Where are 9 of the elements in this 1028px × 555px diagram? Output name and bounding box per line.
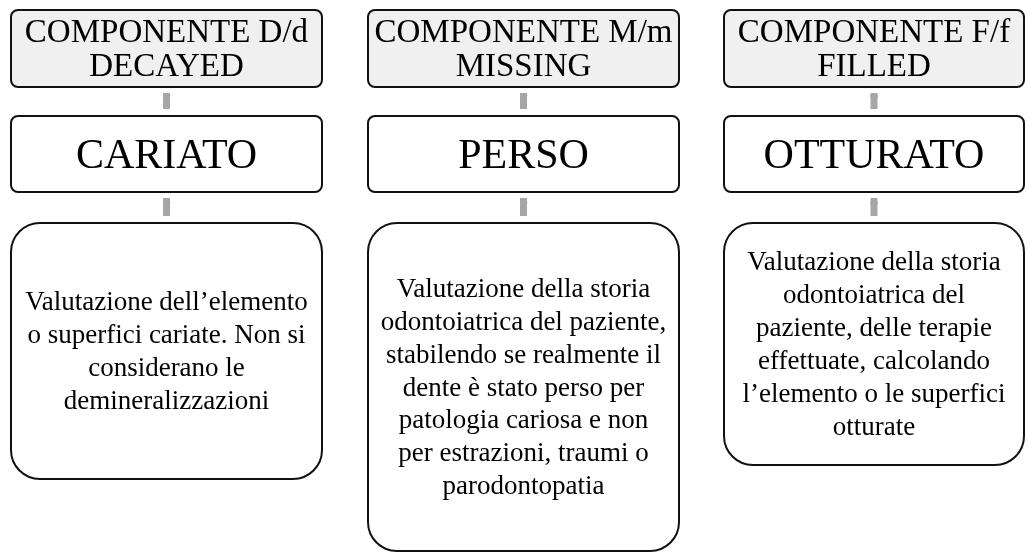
category-box: OTTURATO	[723, 115, 1025, 193]
description-box: Valutazione della storia odontoiatrica del paziente, delle terapie effettuate, calcolando l’elemento o le superfici otturate	[723, 222, 1025, 466]
description-box: Valutazione dell’elemento o superfici cariate. Non si considerano le demineralizzazioni	[10, 222, 323, 480]
component-header-box: COMPONENTE F/f FILLED	[723, 9, 1025, 88]
category-box: PERSO	[367, 115, 680, 193]
description-box: Valutazione della storia odontoiatrica del paziente, stabilendo se realmente il dente è stato perso per patologia cariosa e non per estrazioni, traumi o parodontopatia	[367, 222, 680, 552]
component-header-box: COMPONENTE M/m MISSING	[367, 9, 680, 88]
category-box: CARIATO	[10, 115, 323, 193]
component-header-box: COMPONENTE D/d DECAYED	[10, 9, 323, 88]
